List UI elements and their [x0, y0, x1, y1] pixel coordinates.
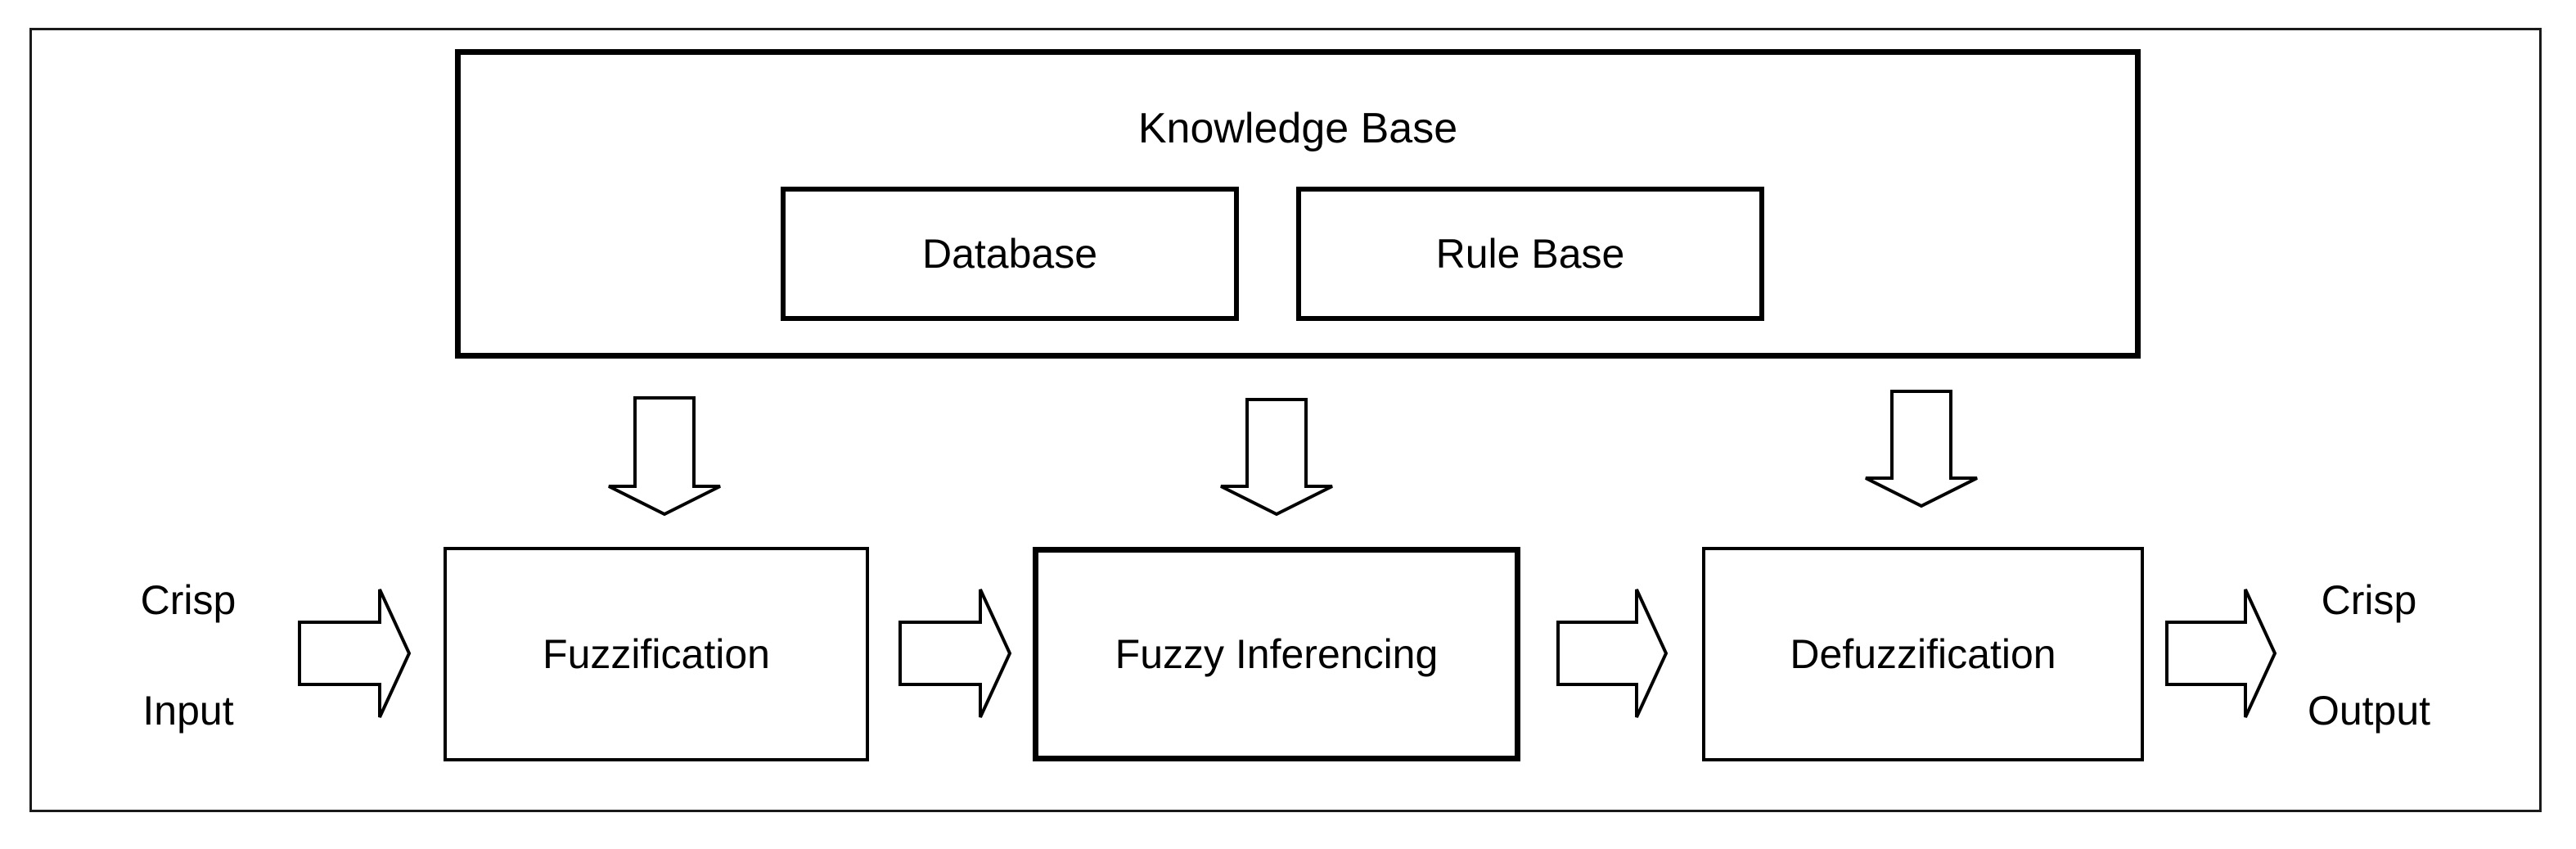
- right-arrow-input: [298, 589, 412, 718]
- diagram-frame: [29, 28, 2542, 812]
- knowledge-base-title: Knowledge Base: [1137, 105, 1458, 152]
- rule-base-box: Rule Base: [1296, 187, 1764, 321]
- input-label-line1: Crisp: [140, 577, 236, 623]
- down-arrow-to-defuzzification: [1865, 390, 1978, 508]
- knowledge-base-box: Knowledge Base: [455, 49, 2141, 359]
- right-arrow-fuzzification-to-inferencing: [898, 589, 1012, 718]
- output-label-line1: Crisp: [2321, 577, 2417, 623]
- defuzzification-box: Defuzzification: [1702, 547, 2144, 761]
- output-label-line2: Output: [2307, 688, 2431, 734]
- fuzzification-box: Fuzzification: [444, 547, 869, 761]
- down-arrow-to-inferencing: [1220, 398, 1333, 517]
- down-arrow-to-fuzzification: [608, 396, 721, 517]
- right-arrow-inferencing-to-defuzzification: [1556, 589, 1669, 718]
- fuzzy-inferencing-box: Fuzzy Inferencing: [1033, 547, 1520, 761]
- input-label-line2: Input: [142, 688, 234, 734]
- right-arrow-output: [2165, 589, 2277, 718]
- database-box: Database: [781, 187, 1239, 321]
